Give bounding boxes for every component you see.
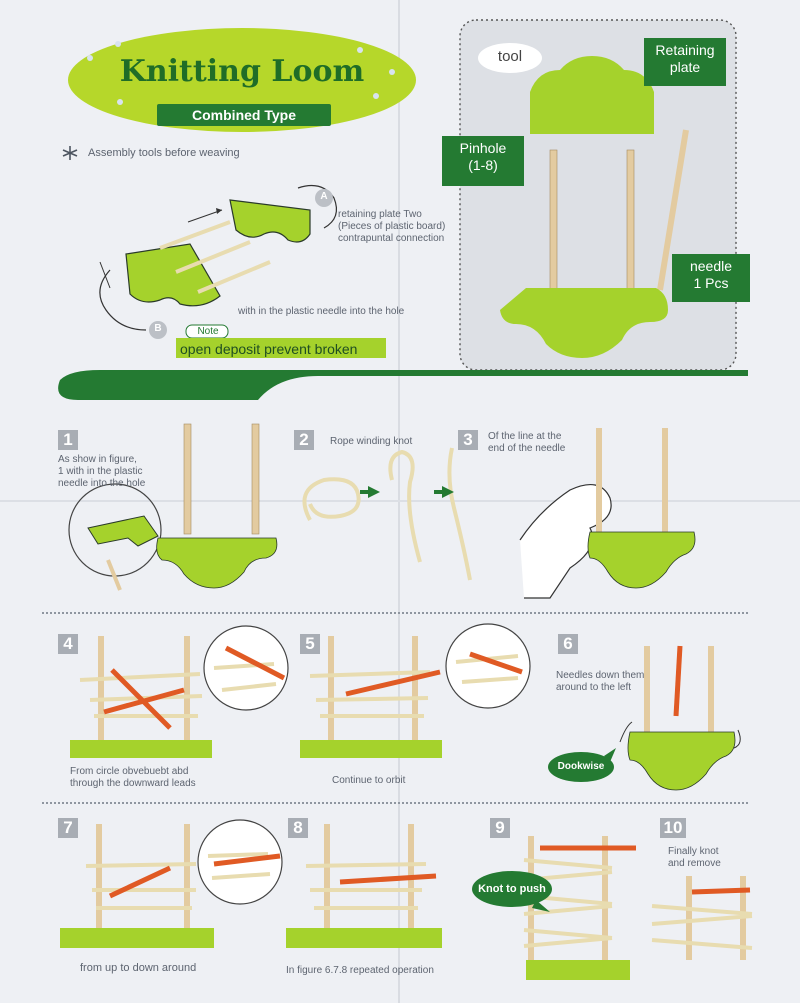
section-divider [58, 370, 748, 400]
step-4-number: 4 [58, 634, 78, 654]
pinhole-label: Pinhole (1-8) [442, 136, 524, 186]
marker-b-circle [149, 321, 167, 339]
loose-needle [657, 129, 689, 291]
assembly-caption-a: retaining plate Two (Pieces of plastic b… [338, 209, 446, 244]
sparkle-icons [87, 41, 395, 105]
step-9-badge: Knot to push [478, 883, 546, 895]
needle-1 [549, 149, 558, 291]
separator-row-2 [42, 802, 748, 804]
step-3-caption: Of the line at the end of the needle [488, 431, 566, 454]
step-7-caption: from up to down around [80, 962, 197, 974]
step-6-number: 6 [558, 634, 578, 654]
step-6-badge: Dookwise [557, 761, 605, 772]
separator-row-1 [42, 612, 748, 614]
note-label: Note [197, 326, 219, 337]
fold-line-horizontal [0, 500, 800, 502]
retaining-plate-label: Retaining plate [644, 38, 726, 86]
note-text: open deposit prevent broken [180, 341, 358, 357]
step-2-number: 2 [294, 430, 314, 450]
retaining-plate-shape [530, 56, 654, 134]
page-subtitle: Combined Type [157, 104, 331, 126]
tool-panel [459, 19, 737, 371]
note-bar [176, 338, 386, 358]
tool-label: tool [497, 48, 523, 65]
step-5-number: 5 [300, 634, 320, 654]
step-2-caption: Rope winding knot [330, 436, 413, 447]
marker-a: A [320, 191, 328, 202]
step-10-number: 10 [660, 818, 686, 838]
asterisk-icon [62, 146, 78, 160]
page-title: Knitting Loom [119, 54, 365, 89]
step-8-number: 8 [288, 818, 308, 838]
step-10-caption: Finally knot and remove [668, 846, 721, 869]
assembly-illustration [99, 185, 337, 331]
step-9-number: 9 [490, 818, 510, 838]
needle-label: needle 1 Pcs [672, 254, 750, 302]
base-plate-shape [500, 288, 668, 358]
marker-b: B [154, 323, 162, 334]
step-8-caption: In figure 6.7.8 repeated operation [286, 965, 434, 976]
step-3-number: 3 [458, 430, 478, 450]
assembly-caption-b: with in the plastic needle into the hole [238, 306, 405, 317]
step-1-number: 1 [58, 430, 78, 450]
assembly-note: Assembly tools before weaving [88, 147, 240, 159]
step-5-caption: Continue to orbit [332, 775, 406, 786]
needle-2 [626, 149, 635, 291]
step-1-caption: As show in figure, 1 with in the plastic… [58, 454, 146, 489]
marker-a-circle [315, 189, 333, 207]
tool-label-bubble [478, 43, 542, 73]
step-6-caption: Needles down them around to the left [556, 670, 645, 693]
step-4-caption: From circle obvebuebt abd through the do… [70, 766, 196, 789]
step-7-number: 7 [58, 818, 78, 838]
